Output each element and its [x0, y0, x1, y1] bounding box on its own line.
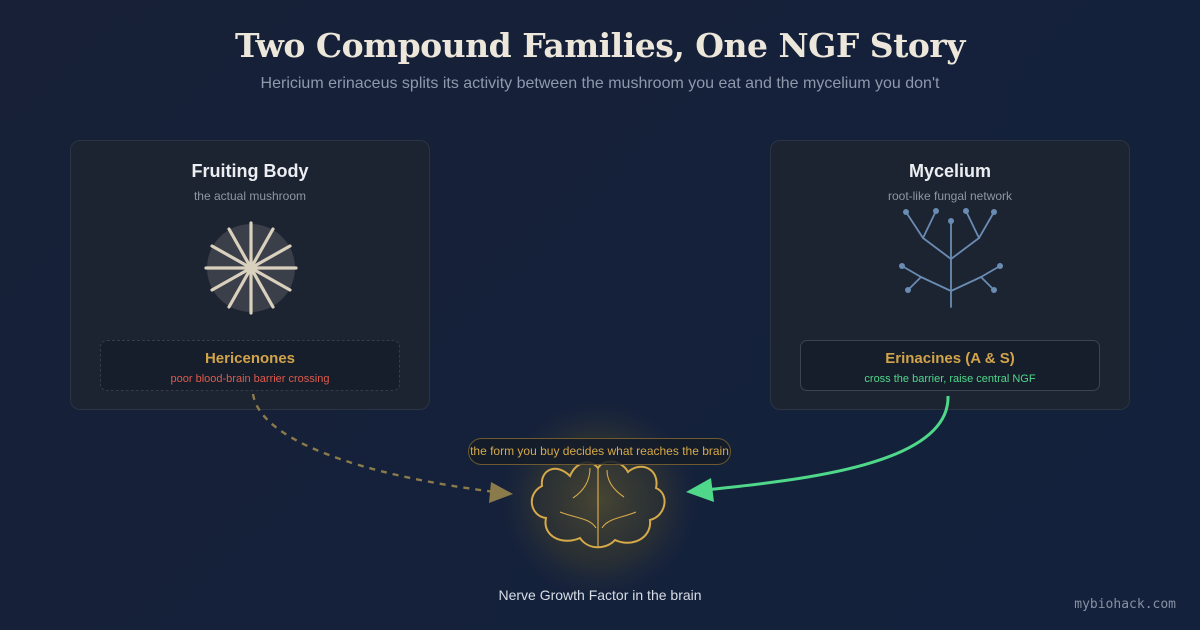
- mycelium-title: Mycelium: [908, 161, 992, 181]
- hericenones-name: Hericenones: [204, 350, 296, 367]
- page-subtitle: Hericium erinaceus splits its activity b…: [260, 75, 940, 92]
- mycelium-card: Mycelium root-like fungal network Erinac…: [770, 140, 1130, 410]
- erinacines-arrowhead: [686, 478, 714, 502]
- hericenones-note: poor blood-brain barrier crossing: [170, 373, 330, 385]
- mycelium-network-icon: [899, 208, 1003, 308]
- hericenones-arrowhead: [489, 482, 513, 503]
- hericenones-weak-arrow: [251, 393, 496, 494]
- erinacines-strong-arrow: [704, 395, 950, 492]
- fruiting-body-card: Fruiting Body the actual mushroom Herice…: [70, 140, 430, 410]
- hericenones-box: Hericenones poor blood-brain barrier cro…: [100, 340, 400, 391]
- purchase-form-callout: the form you buy decides what reaches th…: [468, 438, 731, 465]
- erinacines-name: Erinacines (A & S): [885, 350, 1015, 367]
- erinacines-note: cross the barrier, raise central NGF: [864, 373, 1036, 385]
- fruiting-body-title: Fruiting Body: [191, 161, 309, 181]
- site-watermark: mybiohack.com: [1074, 597, 1176, 612]
- page-title: Two Compound Families, One NGF Story: [235, 26, 965, 65]
- ngf-brain-label: Nerve Growth Factor in the brain: [498, 587, 702, 603]
- fruiting-body-subtitle: the actual mushroom: [193, 189, 307, 203]
- mushroom-spine-icon: [204, 221, 298, 315]
- erinacines-box: Erinacines (A & S) cross the barrier, ra…: [800, 340, 1100, 391]
- mycelium-subtitle: root-like fungal network: [887, 189, 1013, 203]
- brain-glow: [501, 402, 697, 598]
